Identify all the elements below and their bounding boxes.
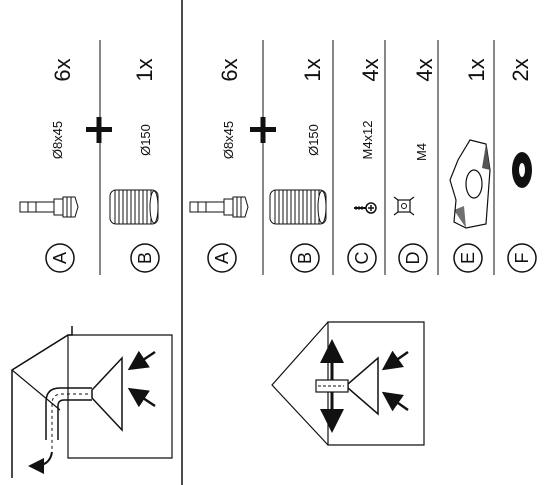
part-b-quantity: 1x [132,58,157,81]
cage-nut-icon [393,196,415,216]
part-b-quantity: 1x [300,58,325,81]
part-a-label: A [45,243,75,273]
anchor-screw-icon [19,196,79,218]
part-a-label: A [207,243,237,273]
part-b-size: Ø150 [306,124,321,156]
part-f-quantity: 2x [508,58,533,81]
part-a-quantity: 6x [217,58,242,81]
plus-icon [250,117,276,143]
part-c-size: M4x12 [360,120,375,159]
svg-text:E: E [458,252,478,264]
svg-text:A: A [50,252,70,264]
part-d-label: D [398,243,428,273]
left-parts-list: 6x 1x Ø8x45 Ø150 [19,40,160,275]
rubber-ring-icon [512,152,532,188]
exhaust-outside-diagram [11,326,173,478]
part-c-label: C [347,243,377,273]
screw-icon [354,202,377,214]
svg-text:A: A [212,252,232,264]
svg-text:B: B [135,252,155,264]
part-a-quantity: 6x [50,58,75,81]
plus-icon [86,117,112,143]
part-a-size: Ø8x45 [50,121,65,159]
svg-text:C: C [352,252,372,265]
svg-text:F: F [512,253,532,264]
part-d-quantity: 4x [412,58,437,81]
anchor-screw-icon [189,196,249,218]
right-parts-list: 6x 1x 4x 4x 1x 2x Ø8x45 Ø150 M4x12 M4 [189,40,537,275]
part-b-label: B [130,243,160,273]
recirculation-diagram [271,321,425,446]
flexible-duct-icon [269,189,327,225]
part-d-size: M4 [414,143,429,161]
svg-text:D: D [403,252,423,265]
part-b-label: B [290,243,320,273]
part-f-label: F [507,243,537,273]
part-b-size: Ø150 [138,124,153,156]
flexible-duct-icon [109,189,159,225]
part-e-label: E [453,243,483,273]
part-e-quantity: 1x [464,58,489,81]
duct-adapter-icon [449,139,491,229]
svg-text:B: B [295,252,315,264]
part-c-quantity: 4x [358,58,383,81]
part-a-size: Ø8x45 [221,121,236,159]
